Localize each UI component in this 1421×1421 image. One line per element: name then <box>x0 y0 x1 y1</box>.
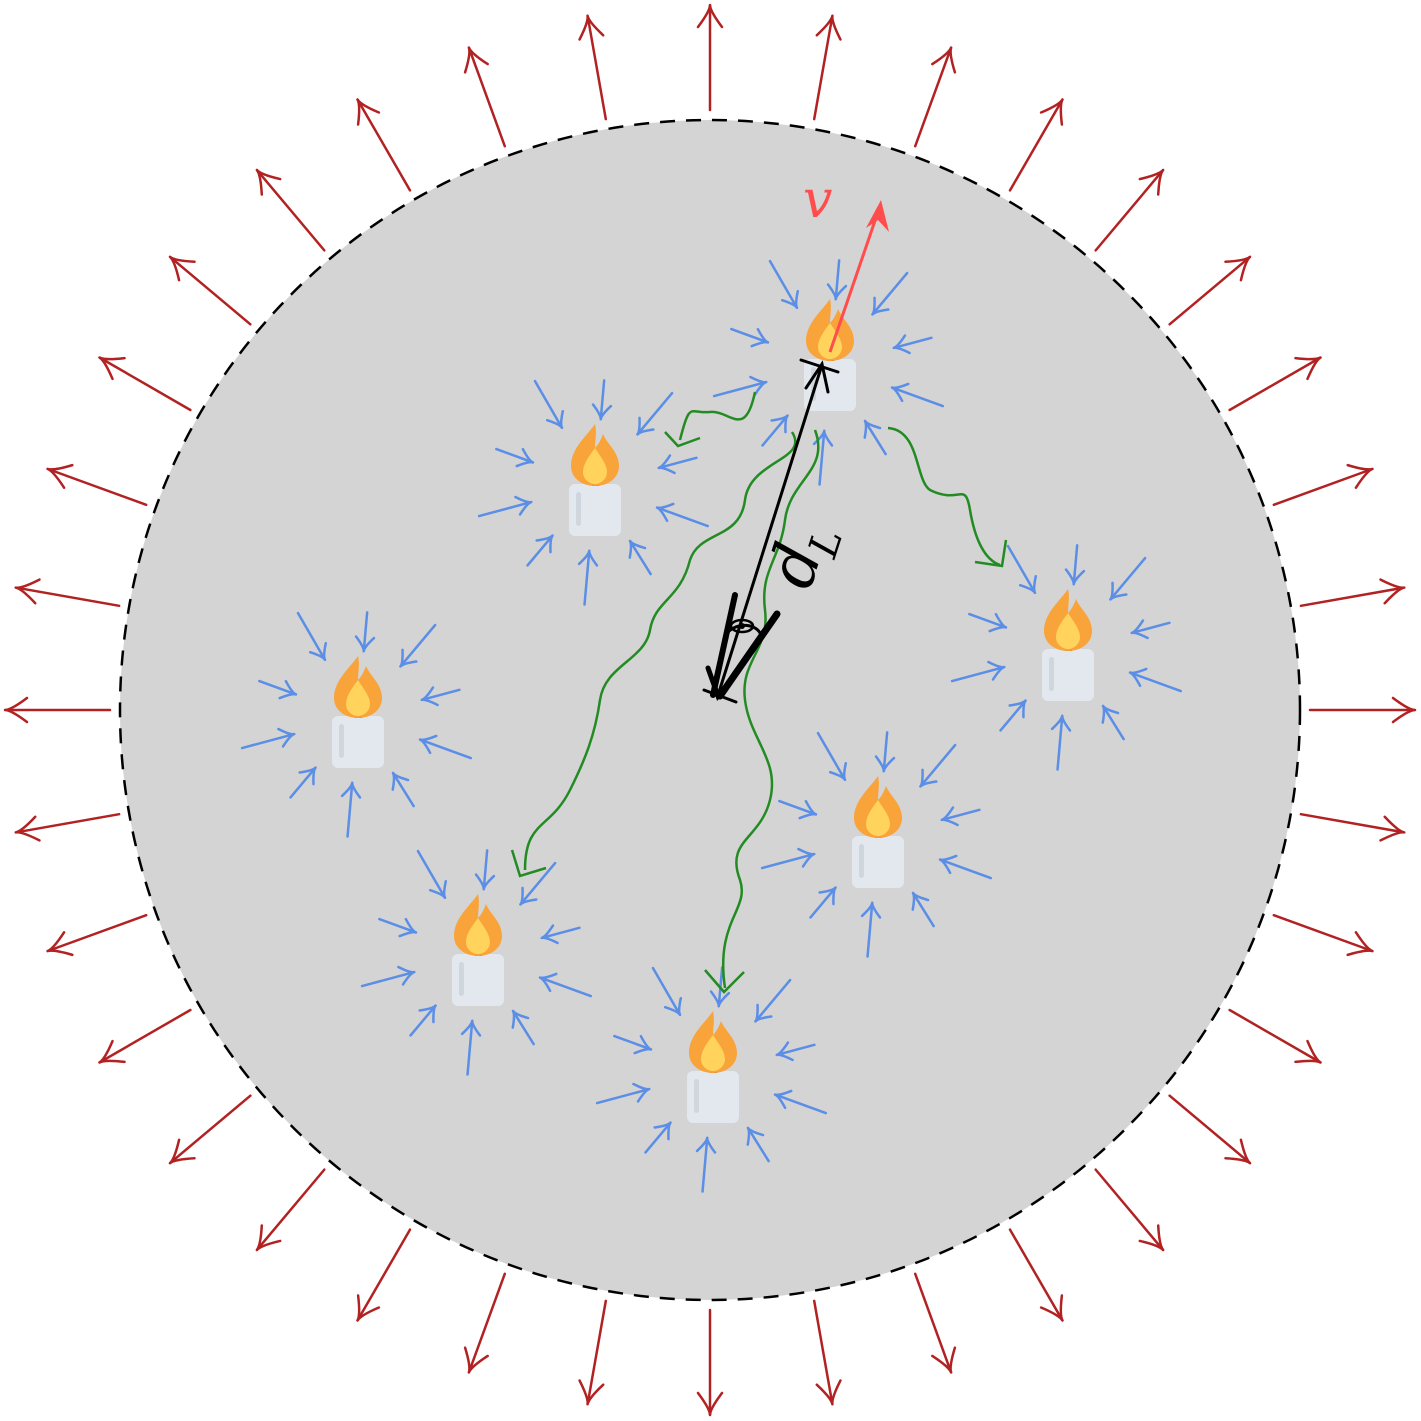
expansion-arrows <box>3 3 1417 1417</box>
expansion-arrow <box>696 3 724 112</box>
expansion-arrow <box>46 463 148 507</box>
expansion-arrow <box>1008 98 1064 192</box>
inflow-arrow-cluster <box>477 379 710 606</box>
inflow-arrows <box>240 259 1183 1193</box>
expansion-arrow <box>1299 812 1406 842</box>
wave-arrowhead-right <box>974 539 1008 568</box>
expansion-arrow <box>168 1094 252 1165</box>
inflow-arrow-cluster <box>712 259 945 486</box>
universe-region <box>118 118 1302 1302</box>
inflow-arrow-cluster <box>360 849 593 1076</box>
wave-to-candle-upper-left <box>678 391 757 441</box>
expansion-arrow <box>1094 1168 1165 1252</box>
expansion-arrow <box>98 1008 192 1064</box>
expansion-arrow <box>812 1299 842 1406</box>
expansion-arrow <box>1272 463 1374 507</box>
expansion-arrow <box>1308 696 1417 724</box>
expansion-arrow <box>463 1272 507 1374</box>
expansion-arrow <box>14 812 121 842</box>
expansion-arrow <box>812 14 842 121</box>
expansion-arrow <box>46 913 148 957</box>
wave-arrowhead-bottom <box>704 969 745 994</box>
expansion-arrow <box>1094 168 1165 252</box>
expansion-arrow <box>913 46 957 148</box>
expansion-arrow <box>913 1272 957 1374</box>
distance-arrow <box>702 358 840 704</box>
light-waves <box>510 391 1008 994</box>
expansion-arrow <box>255 1168 326 1252</box>
expansion-arrow <box>255 168 326 252</box>
expansion-arrow <box>1228 1008 1322 1064</box>
expansion-arrow <box>1272 913 1374 957</box>
expansion-arrow <box>14 578 121 608</box>
expansion-arrow <box>1299 578 1406 608</box>
inflow-arrow-cluster <box>950 544 1183 771</box>
expansion-arrow <box>356 1228 412 1322</box>
wave-to-candle-lower-left <box>523 431 797 871</box>
velocity-arrow: v <box>803 170 889 353</box>
expansion-arrow <box>578 1299 608 1406</box>
expansion-arrow <box>1228 356 1322 412</box>
wave-arrowhead-lower-left <box>510 849 547 878</box>
expansion-arrow <box>98 356 192 412</box>
wave-to-candle-bottom <box>722 429 820 989</box>
wave-arrowhead-upper-left <box>664 431 701 448</box>
inflow-arrow-cluster <box>760 731 993 958</box>
expansion-arrow <box>356 98 412 192</box>
expansion-arrow <box>3 696 112 724</box>
inflow-arrow-cluster <box>595 966 828 1193</box>
eye-icon <box>729 618 755 634</box>
expansion-arrow <box>463 46 507 148</box>
inflow-arrow-cluster <box>240 611 473 838</box>
velocity-label: v <box>803 170 832 230</box>
expansion-arrow <box>168 255 252 326</box>
expansion-arrow <box>1168 1094 1252 1165</box>
expansion-arrow <box>578 14 608 121</box>
expansion-arrow <box>1008 1228 1064 1322</box>
expansion-arrow <box>696 1308 724 1417</box>
expansion-arrow <box>1168 255 1252 326</box>
wave-to-candle-right <box>887 426 1001 567</box>
